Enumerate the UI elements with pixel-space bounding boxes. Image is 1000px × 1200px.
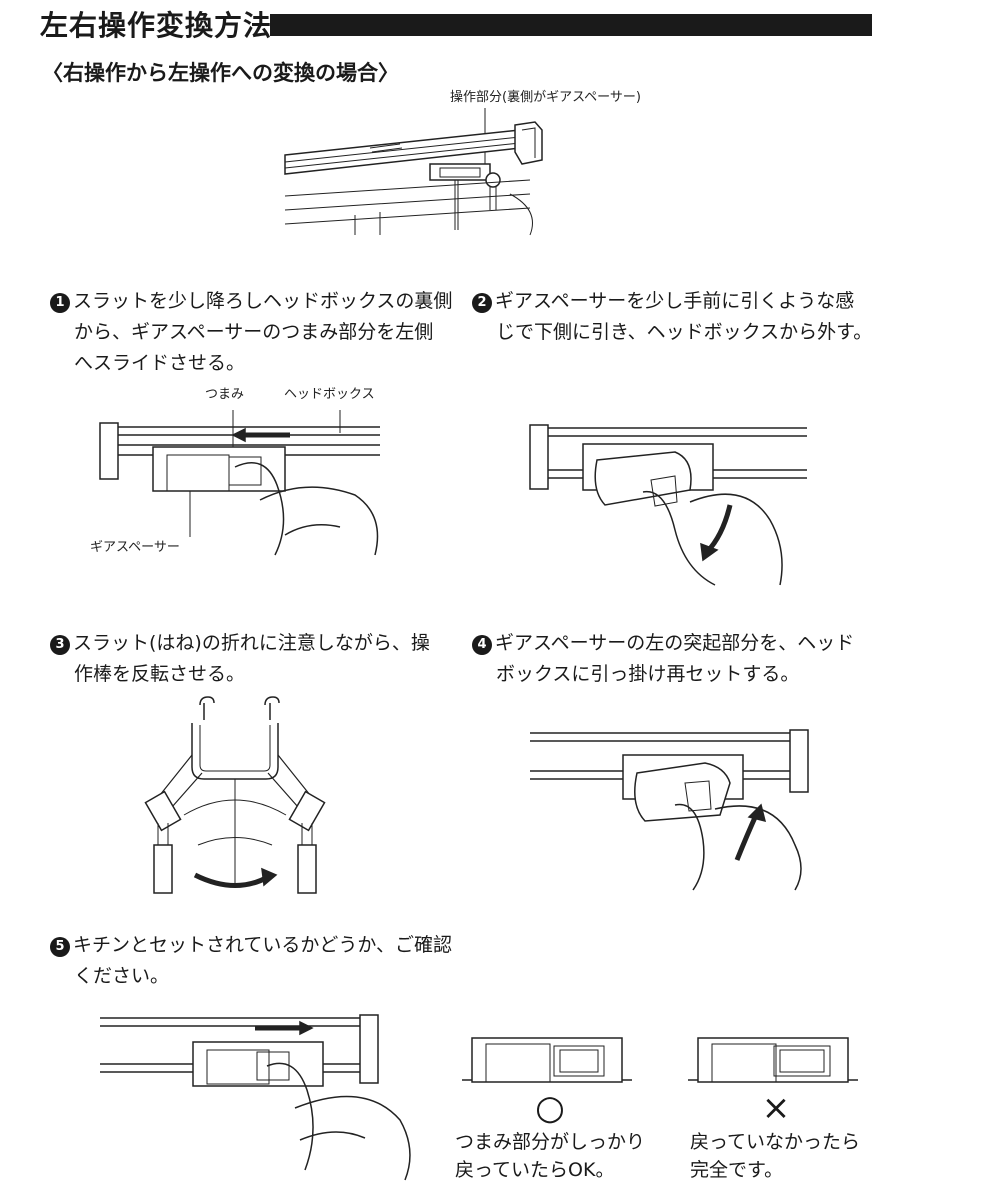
step-2-illustration	[525, 420, 815, 590]
step-4-illustration	[525, 725, 825, 895]
ok-state-illustration	[462, 1030, 632, 1090]
headbox-label: ヘッドボックス	[284, 387, 375, 402]
step-1-number: 1	[50, 293, 70, 313]
ng-state-illustration	[688, 1030, 858, 1090]
overview-callout: 操作部分(裏側がギアスペーサー)	[450, 90, 641, 105]
ng-caption: 戻っていなかったら 完全です。	[690, 1131, 861, 1181]
overview-illustration	[280, 100, 550, 240]
ng-mark: ×	[761, 1088, 791, 1128]
step-3-illustration	[140, 695, 330, 895]
step-2-number: 2	[472, 293, 492, 313]
title-bar-decoration	[270, 14, 872, 36]
gear-spacer-label: ギアスペーサー	[90, 540, 180, 555]
ok-caption: つまみ部分がしっかり 戻っていたらOK。	[455, 1131, 646, 1181]
step-4-number: 4	[472, 635, 492, 655]
step-1-illustration	[95, 405, 395, 565]
knob-label: つまみ	[205, 387, 245, 402]
section-subtitle: 〈右操作から左操作への変換の場合〉	[42, 61, 399, 85]
page-title: 左右操作変換方法	[40, 9, 273, 42]
step-5-number: 5	[50, 937, 70, 957]
step-5-illustration	[95, 1010, 425, 1190]
ok-mark: ○	[535, 1088, 565, 1128]
step-3-number: 3	[50, 635, 70, 655]
